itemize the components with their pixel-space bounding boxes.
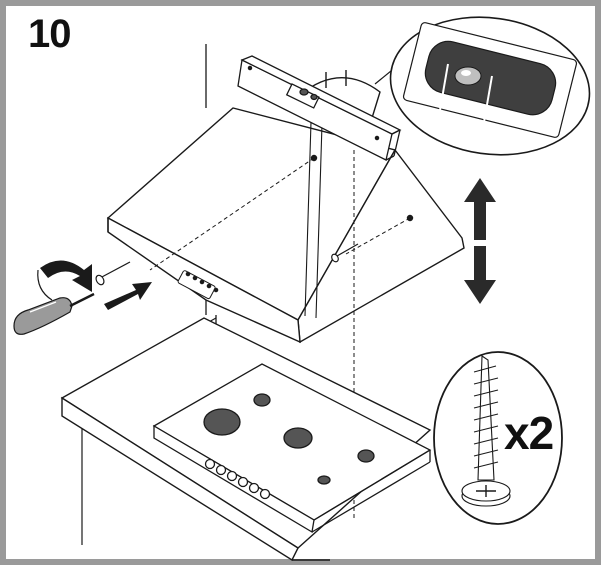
cooktop-knobs xyxy=(204,458,271,500)
screw-icon xyxy=(461,354,511,507)
screwdriver xyxy=(13,292,95,335)
quantity-label: x2 xyxy=(504,407,554,459)
rotate-arrow-icon xyxy=(37,260,92,301)
level-bubble-detail xyxy=(389,16,591,156)
cooktop xyxy=(152,363,432,534)
hood-controls xyxy=(177,270,219,300)
wall-screw xyxy=(95,243,359,286)
push-arrow-icon xyxy=(104,282,152,310)
spirit-level xyxy=(237,55,402,161)
cooker-hood xyxy=(106,70,465,344)
step-number: 10 xyxy=(28,12,71,56)
adjust-height-arrows-icon xyxy=(464,178,496,304)
screw-callout xyxy=(433,351,563,525)
